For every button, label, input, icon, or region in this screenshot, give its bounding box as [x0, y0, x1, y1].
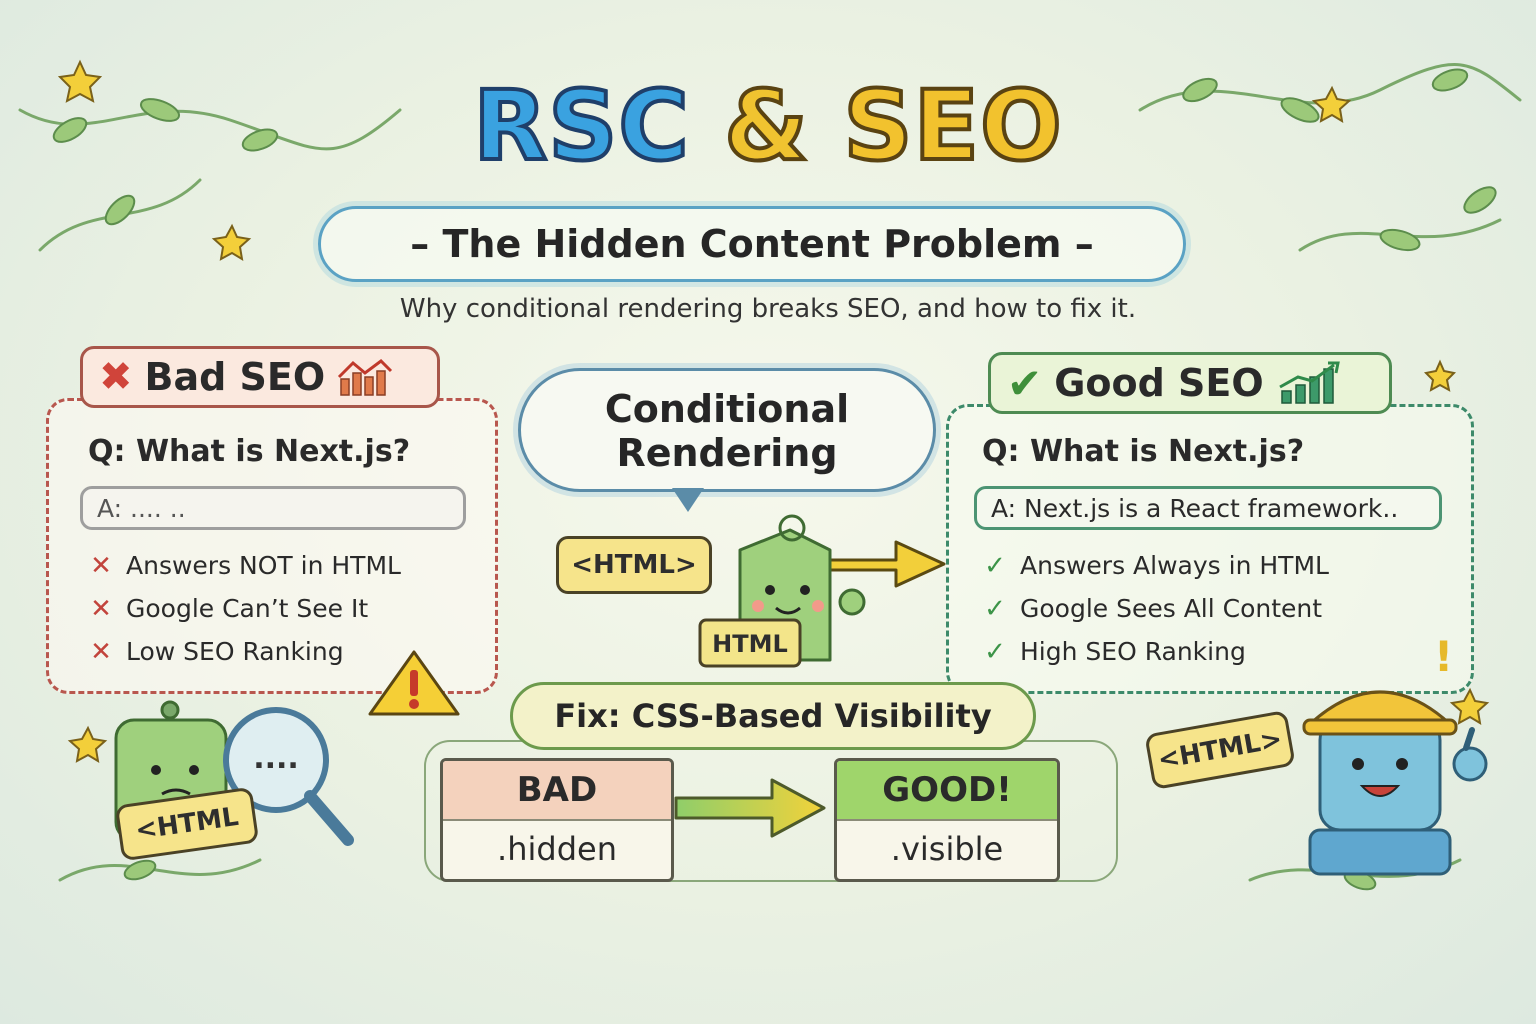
bad-seo-list: ✕Answers NOT in HTML ✕Google Can’t See I… — [88, 544, 401, 673]
check-mark-icon: ✓ — [984, 550, 1006, 581]
cloud-line-1: Conditional — [604, 387, 850, 431]
mascot-html-label: HTML — [712, 630, 788, 658]
magnifier-dots: .... — [253, 741, 299, 776]
fix-label: Fix: CSS-Based Visibility — [554, 697, 992, 735]
bad-card-head: BAD — [443, 761, 671, 819]
good-seo-title: Good SEO — [1054, 361, 1264, 405]
exclamation-icon: ! — [1434, 632, 1454, 681]
builder-mascot-illustration — [1302, 690, 1488, 876]
title-seo: SEO — [841, 70, 1063, 182]
subtitle-text: – The Hidden Content Problem – — [410, 222, 1094, 266]
fix-label-banner: Fix: CSS-Based Visibility — [510, 682, 1036, 750]
bad-card-code: .hidden — [443, 819, 671, 877]
good-card-head: GOOD! — [837, 761, 1057, 819]
rising-chart-icon — [1278, 361, 1340, 404]
fix-arrow-icon — [674, 778, 826, 838]
conditional-rendering-cloud: Conditional Rendering — [518, 368, 936, 492]
html-speech-tag: <HTML> — [556, 536, 712, 594]
red-x-icon: ✖ — [99, 354, 133, 400]
list-item: ✓High SEO Ranking — [982, 630, 1329, 673]
cloud-line-2: Rendering — [616, 431, 838, 475]
bad-question: Q: What is Next.js? — [88, 434, 411, 469]
list-item: ✕Low SEO Ranking — [88, 630, 401, 673]
bad-hidden-card: BAD .hidden — [440, 758, 674, 882]
title-ampersand: & — [722, 70, 810, 182]
good-card-code: .visible — [837, 819, 1057, 877]
bad-seo-heading: ✖ Bad SEO — [80, 346, 440, 408]
x-mark-icon: ✕ — [90, 593, 112, 624]
list-item: ✓Google Sees All Content — [982, 587, 1329, 630]
warning-icon — [368, 650, 460, 716]
good-question: Q: What is Next.js? — [982, 434, 1305, 469]
bad-seo-title: Bad SEO — [144, 355, 326, 399]
html-mascot-illustration: HTML — [698, 514, 866, 668]
declining-chart-icon — [338, 359, 393, 396]
list-item: ✕Google Can’t See It — [88, 587, 401, 630]
list-item: ✕Answers NOT in HTML — [88, 544, 401, 587]
check-mark-icon: ✓ — [984, 593, 1006, 624]
title-rsc: RSC — [471, 70, 691, 182]
good-visible-card: GOOD! .visible — [834, 758, 1060, 882]
good-seo-panel — [946, 404, 1474, 694]
cloud-tail — [672, 488, 704, 512]
list-item: ✓Answers Always in HTML — [982, 544, 1329, 587]
x-mark-icon: ✕ — [90, 550, 112, 581]
subtitle-banner: – The Hidden Content Problem – — [318, 206, 1186, 282]
check-mark-icon: ✓ — [984, 636, 1006, 667]
green-check-icon: ✔ — [1007, 358, 1043, 408]
tagline: Why conditional rendering breaks SEO, an… — [399, 294, 1137, 324]
good-seo-heading: ✔ Good SEO — [988, 352, 1392, 414]
bad-seo-panel — [46, 398, 498, 694]
bad-answer-box: A: .... .. — [80, 486, 466, 530]
good-seo-list: ✓Answers Always in HTML ✓Google Sees All… — [982, 544, 1329, 673]
good-answer-box: A: Next.js is a React framework.. — [974, 486, 1442, 530]
x-mark-icon: ✕ — [90, 636, 112, 667]
main-title: RSC & SEO — [0, 76, 1536, 176]
